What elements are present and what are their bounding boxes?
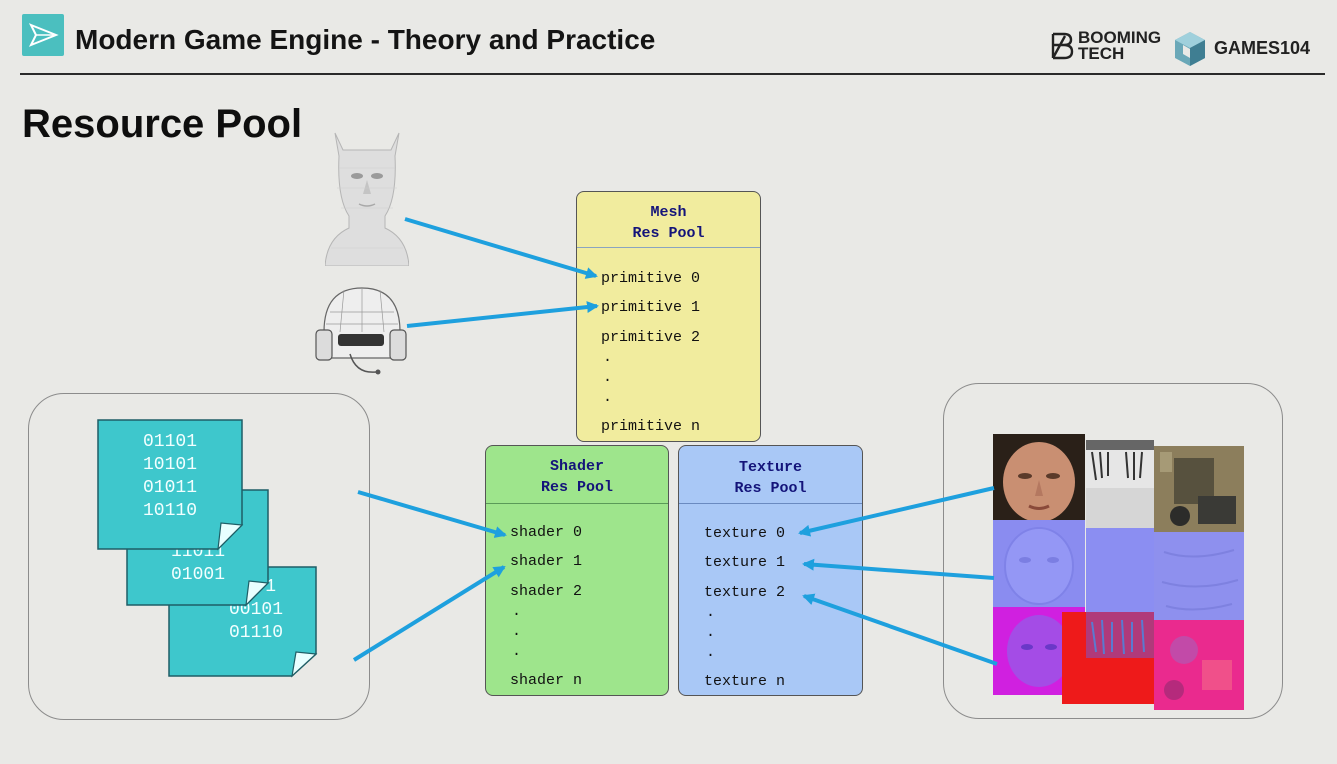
texture-source-group: [943, 383, 1283, 719]
header-divider: [20, 73, 1325, 75]
shader-res-pool: Shader Res Pool shader 0 shader 1 shader…: [485, 445, 669, 696]
texture-to-texture-1-arrow: [802, 558, 995, 580]
hair-texture: [1086, 440, 1154, 530]
texture-to-texture-2-arrow: [802, 593, 998, 666]
helmet-to-primitive-1-arrow: [406, 301, 599, 328]
ellipsis-dot: .: [603, 349, 613, 366]
booming-text: BOOMING: [1078, 28, 1162, 47]
course-title: Modern Game Engine - Theory and Practice: [75, 24, 656, 55]
ellipsis-dot: .: [706, 604, 716, 621]
mesh-pool-divider: [577, 247, 760, 248]
texture-pool-item: texture n: [704, 673, 786, 690]
shader-pool-item: shader 1: [510, 553, 583, 570]
texture-pool-item: texture 2: [704, 584, 786, 601]
ellipsis-dot: .: [512, 603, 522, 620]
ellipsis-dot: .: [512, 623, 522, 640]
helmet-mesh-model-icon: [315, 287, 407, 375]
texture-to-texture-0-arrow: [798, 486, 995, 537]
hair-specular-texture: [1062, 612, 1154, 704]
shader-source-group: [28, 393, 370, 720]
slide-header: Modern Game Engine - Theory and Practice…: [0, 0, 1337, 78]
games104-cube-icon: [1175, 32, 1205, 66]
shader-pool-title-line1: Shader: [549, 458, 604, 475]
slide-title: Resource Pool: [22, 102, 303, 146]
binary-line: 01011: [142, 478, 197, 498]
games104-text: GAMES104: [1214, 38, 1311, 58]
mesh-pool-item: primitive 1: [601, 299, 701, 316]
texture-res-pool: Texture Res Pool texture 0 texture 1 tex…: [678, 445, 863, 696]
ellipsis-dot: .: [706, 624, 716, 641]
face-albedo-texture: [993, 434, 1085, 520]
helmet-normal-texture: [1154, 532, 1244, 622]
mesh-pool-item: primitive 2: [601, 329, 701, 346]
file-to-shader-0-arrow: [357, 490, 507, 538]
ellipsis-dot: .: [603, 389, 613, 406]
shader-pool-item: shader 0: [510, 524, 583, 541]
ellipsis-dot: .: [603, 369, 613, 386]
shader-pool-item: shader 2: [510, 583, 583, 600]
games104-logo: GAMES104: [1172, 30, 1310, 73]
binary-line: 10101: [142, 455, 197, 475]
shader-pool-item: shader n: [510, 672, 583, 689]
file-to-shader-1-arrow: [352, 565, 506, 662]
helmet-diffuse-texture: [1154, 446, 1244, 532]
texture-pool-item: texture 1: [704, 554, 786, 571]
course-logo-icon: [22, 14, 64, 56]
mesh-res-pool: Mesh Res Pool primitive 0 primitive 1 pr…: [576, 191, 761, 442]
binary-line: 1: [265, 577, 276, 597]
helmet-specular-texture: [1154, 620, 1244, 710]
head-mesh-model-icon: [325, 132, 409, 266]
shader-pool-title-line2: Res Pool: [540, 479, 613, 496]
mesh-pool-item: primitive 0: [601, 270, 701, 287]
hair-normal-texture: [1086, 528, 1154, 612]
texture-pool-title-line1: Texture: [738, 459, 802, 476]
file-document-icon: [97, 419, 244, 551]
head-to-primitive-0-arrow: [404, 217, 598, 279]
binary-line: 10110: [142, 501, 197, 521]
binary-file-card: 01101 10101 01011 10110: [97, 419, 244, 551]
shader-pool-divider: [486, 503, 668, 504]
texture-pool-item: texture 0: [704, 525, 786, 542]
face-normal-texture: [993, 520, 1085, 608]
mesh-pool-title-line1: Mesh: [650, 204, 687, 221]
ellipsis-dot: .: [512, 643, 522, 660]
binary-line: 01110: [228, 623, 283, 643]
mesh-pool-title-line2: Res Pool: [632, 225, 705, 242]
texture-pool-divider: [679, 503, 862, 504]
texture-pool-title-line2: Res Pool: [734, 480, 807, 497]
binary-line: 01101: [142, 432, 197, 452]
booming-tech-icon: [1051, 32, 1074, 60]
binary-line: 01001: [170, 565, 225, 585]
mesh-pool-item: primitive n: [601, 418, 701, 435]
ellipsis-dot: .: [706, 644, 716, 661]
tech-text: TECH: [1078, 44, 1125, 63]
